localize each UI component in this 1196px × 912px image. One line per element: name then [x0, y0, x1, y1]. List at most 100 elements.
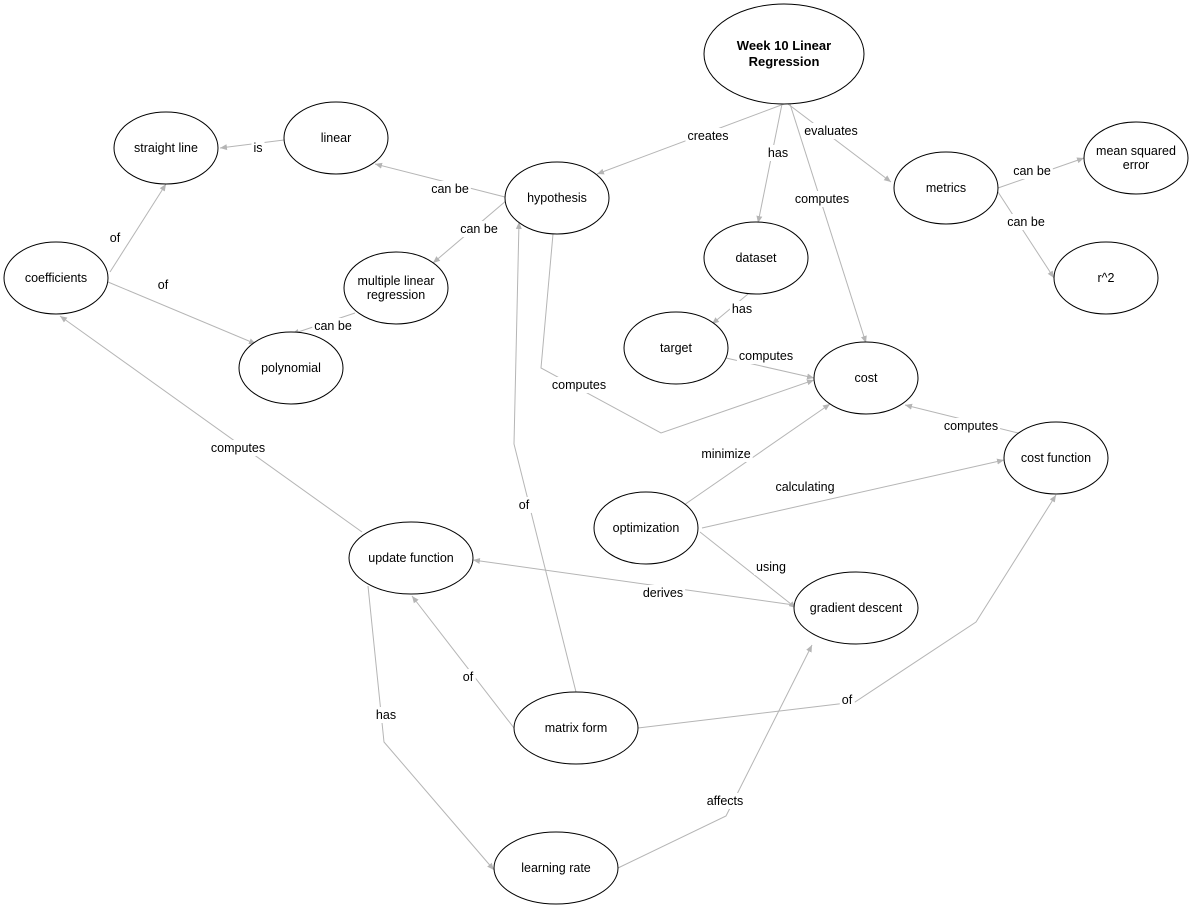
edge-label: can be [1013, 164, 1051, 178]
node-ellipse [283, 101, 389, 175]
edge-label: computes [795, 192, 849, 206]
edge-label-background [1005, 214, 1047, 230]
node-coefficients[interactable]: coefficients [3, 241, 109, 315]
edge-label-background [312, 318, 354, 334]
node-ellipse [3, 241, 109, 315]
node-optimization[interactable]: optimization [593, 491, 699, 565]
node-label: learning rate [521, 861, 591, 875]
node-ellipse [348, 521, 474, 595]
node-ellipse [793, 571, 919, 645]
node-label: multiple linear [357, 274, 434, 288]
node-gradient-descent[interactable]: gradient descent [793, 571, 919, 645]
edge-label-group: has [765, 145, 791, 161]
edge-label: can be [314, 319, 352, 333]
edge-hypothesis-to-cost [540, 233, 815, 434]
edge-label: can be [1007, 215, 1045, 229]
node-label: r^2 [1098, 271, 1115, 285]
edge-label-background [429, 181, 471, 197]
node-ellipse [893, 151, 999, 225]
edge-label: computes [739, 349, 793, 363]
edge-week10-to-metrics [787, 103, 892, 183]
edge-gradient-descent-to-update-function [472, 558, 795, 606]
node-ellipse [1003, 421, 1109, 495]
edge-label: is [253, 141, 262, 155]
edge-label-background [251, 140, 265, 156]
edge-label-background [765, 145, 791, 161]
node-polynomial[interactable]: polynomial [238, 331, 344, 405]
node-label: linear [321, 131, 352, 145]
edge-label-background [155, 277, 171, 293]
edge-learning-rate-to-gradient-descent [617, 644, 813, 869]
edge-label-background [802, 123, 860, 139]
edge-week10-to-cost [789, 103, 867, 344]
edge-label: using [756, 560, 786, 574]
edge-label: creates [688, 129, 729, 143]
edge-label-group: creates [685, 128, 731, 144]
edge-label-group: can be [429, 181, 471, 197]
edge-label-background [704, 793, 746, 809]
edge-label-group: calculating [773, 479, 837, 495]
edge-label-background [549, 377, 609, 393]
edge-optimization-to-cost-function [701, 458, 1005, 529]
node-ellipse [238, 331, 344, 405]
node-label: target [660, 341, 692, 355]
edge-label-background [458, 221, 500, 237]
edge-matrix-form-to-cost-function [637, 494, 1057, 729]
edge-label-background [736, 348, 796, 364]
node-ellipse [813, 341, 919, 415]
node-ellipse [493, 831, 619, 905]
edge-label-group: can be [1005, 214, 1047, 230]
node-hypothesis[interactable]: hypothesis [504, 161, 610, 235]
edge-label-group: computes [549, 377, 609, 393]
node-label: cost [855, 371, 878, 385]
edge-update-function-to-coefficients [59, 315, 363, 533]
edge-label-group: can be [312, 318, 354, 334]
node-dataset[interactable]: dataset [703, 221, 809, 295]
edge-label: has [376, 708, 396, 722]
edge-label-background [640, 585, 686, 601]
edge-label-group: computes [792, 191, 852, 207]
edge-label-group: computes [208, 440, 268, 456]
node-label: cost function [1021, 451, 1091, 465]
node-r2[interactable]: r^2 [1053, 241, 1159, 315]
edge-label-group: is [251, 140, 265, 156]
edge-optimization-to-cost [683, 403, 831, 506]
node-metrics[interactable]: metrics [893, 151, 999, 225]
node-label: Regression [749, 54, 820, 69]
edge-label-group: has [729, 301, 755, 317]
edge-matrix-form-to-hypothesis [513, 221, 577, 693]
edge-label-background [208, 440, 268, 456]
node-ellipse [623, 311, 729, 385]
node-cost-function[interactable]: cost function [1003, 421, 1109, 495]
edge-label: of [842, 693, 853, 707]
node-label: straight line [134, 141, 198, 155]
node-matrix-form[interactable]: matrix form [513, 691, 639, 765]
node-target[interactable]: target [623, 311, 729, 385]
edge-label-group: of [155, 277, 171, 293]
node-linear[interactable]: linear [283, 101, 389, 175]
node-label: dataset [735, 251, 777, 265]
edge-label-group: derives [640, 585, 686, 601]
edge-label-group: minimize [699, 446, 753, 462]
node-learning-rate[interactable]: learning rate [493, 831, 619, 905]
node-label: Week 10 Linear [737, 38, 831, 53]
edge-label-background [516, 497, 532, 513]
node-straight-line[interactable]: straight line [113, 111, 219, 185]
node-update-function[interactable]: update function [348, 521, 474, 595]
edge-label-group: computes [941, 418, 1001, 434]
edge-label-group: has [373, 707, 399, 723]
edge-label-background [839, 692, 855, 708]
edge-label: derives [643, 586, 683, 600]
edge-label-background [373, 707, 399, 723]
edge-label-background [754, 559, 788, 575]
edge-label: has [768, 146, 788, 160]
node-cost[interactable]: cost [813, 341, 919, 415]
edge-label-background [460, 669, 476, 685]
edge-label: minimize [701, 447, 750, 461]
